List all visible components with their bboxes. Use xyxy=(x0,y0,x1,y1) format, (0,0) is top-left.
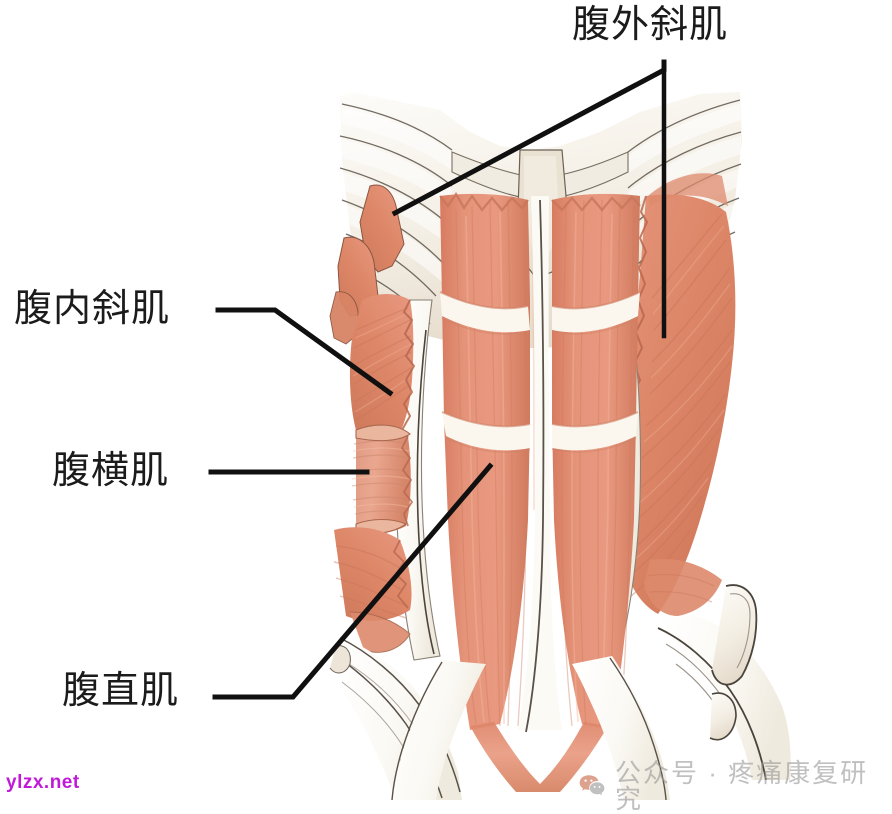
tendinous-intersection-1-right xyxy=(552,292,640,333)
watermark-wechat-text: 公众号 · 疼痛康复研究 xyxy=(615,758,869,814)
label-external-oblique: 腹外斜肌 xyxy=(572,4,729,46)
rectus-abdominis xyxy=(439,191,641,792)
internal-oblique-left xyxy=(349,294,416,432)
tendinous-intersection-2-right xyxy=(552,412,638,451)
rectus-left-belly xyxy=(440,193,530,731)
rectus-sheath-tail-right xyxy=(572,656,670,801)
label-internal-oblique: 腹内斜肌 xyxy=(14,288,171,330)
transverse-abdominis-left xyxy=(351,424,414,534)
internal-oblique-left-lower xyxy=(333,527,412,653)
iliac-inguinal-right xyxy=(644,558,791,781)
linea-alba xyxy=(518,196,562,730)
external-oblique-right xyxy=(620,173,736,614)
tendinous-intersection-2-left xyxy=(442,412,530,451)
wechat-icon xyxy=(579,775,605,796)
tendinous-intersection-1-left xyxy=(440,292,530,333)
label-rectus-abdominis: 腹直肌 xyxy=(62,670,180,712)
watermark-wechat: 公众号 · 疼痛康复研究 xyxy=(578,760,892,812)
watermark-site-url: ylzx.net xyxy=(6,772,80,793)
iliac-crest-bone xyxy=(711,584,758,686)
label-transverse-abdominis: 腹横肌 xyxy=(52,450,170,492)
